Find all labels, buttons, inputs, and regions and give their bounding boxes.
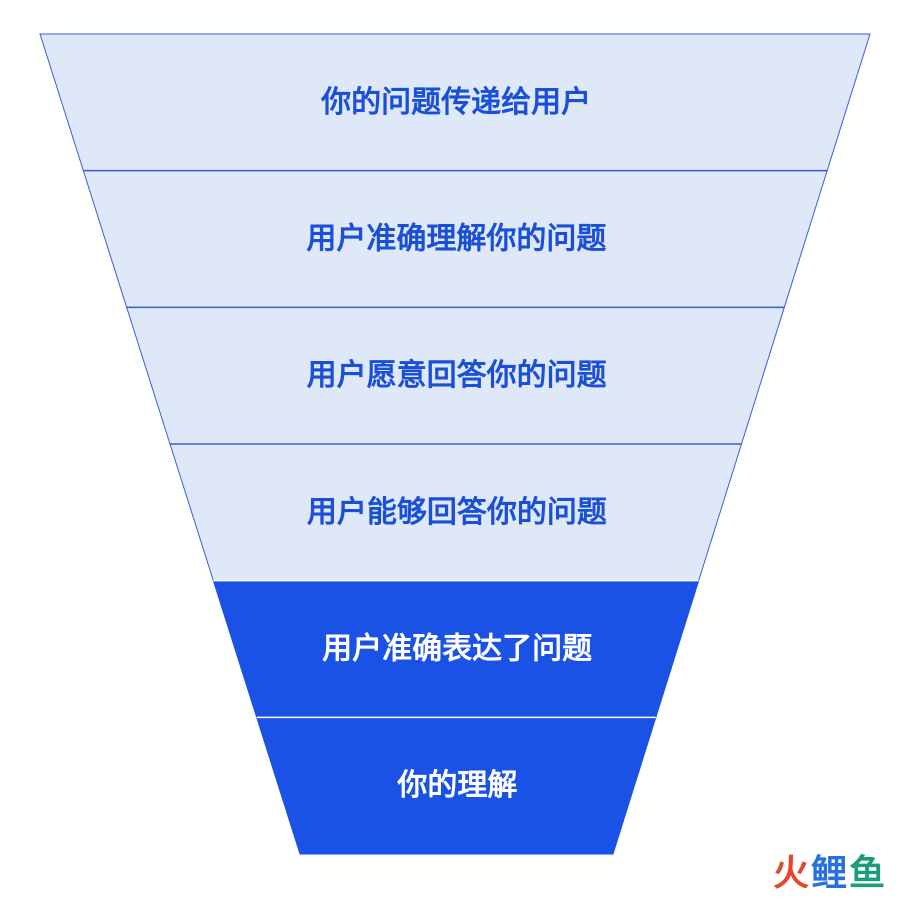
watermark-logo: 火鲤鱼 [773,844,887,896]
watermark-char: 鲤 [810,853,849,894]
watermark-char: 鱼 [848,853,887,894]
funnel-level-label: 用户愿意回答你的问题 [307,358,607,393]
funnel-segments [39,33,871,855]
funnel-level-label: 你的问题传递给用户 [320,85,591,120]
funnel-level-label: 你的理解 [396,768,517,803]
funnel-level-label: 用户准确理解你的问题 [306,222,606,257]
funnel-labels: 你的问题传递给用户用户准确理解你的问题用户愿意回答你的问题用户能够回答你的问题用… [306,85,607,803]
funnel-level-label: 用户能够回答你的问题 [307,495,607,530]
watermark-char: 火 [772,853,811,894]
funnel-level-label: 用户准确表达了问题 [322,632,592,667]
